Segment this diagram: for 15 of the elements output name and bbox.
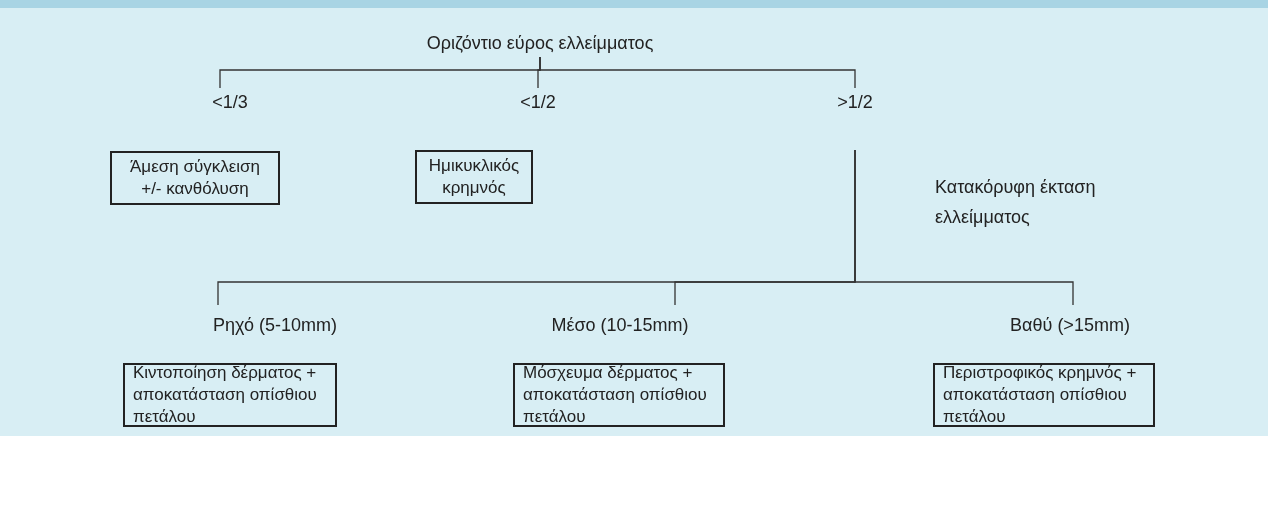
branch-label: >1/2 bbox=[830, 90, 880, 114]
treatment-box: Ημικυκλικός κρημνός bbox=[415, 150, 533, 204]
branch-label: Μέσο (10-15mm) bbox=[540, 313, 700, 337]
branch-label: <1/3 bbox=[205, 90, 255, 114]
branch-label: Βαθύ (>15mm) bbox=[1000, 313, 1140, 337]
treatment-box: Άμεση σύγκλειση +/- κανθόλυση bbox=[110, 151, 280, 205]
branch-label: Οριζόντιο εύρος ελλείμματος bbox=[360, 30, 720, 56]
connector-line bbox=[539, 56, 856, 89]
treatment-box: Περιστροφικός κρημνός + αποκατάσταση οπίσθιου πετάλου bbox=[933, 363, 1155, 427]
treatment-box: Μόσχευμα δέρματος + αποκατάσταση οπίσθιου πετάλου bbox=[513, 363, 725, 427]
branch-label: Ρηχό (5-10mm) bbox=[200, 313, 350, 337]
branch-label: <1/2 bbox=[513, 90, 563, 114]
treatment-box: Κιντοποίηση δέρματος + αποκατάσταση οπίσθιου πετάλου bbox=[123, 363, 337, 427]
connector-line bbox=[854, 149, 1074, 306]
axis-note: Κατακόρυφη έκταση ελλείμματος bbox=[935, 176, 1097, 229]
